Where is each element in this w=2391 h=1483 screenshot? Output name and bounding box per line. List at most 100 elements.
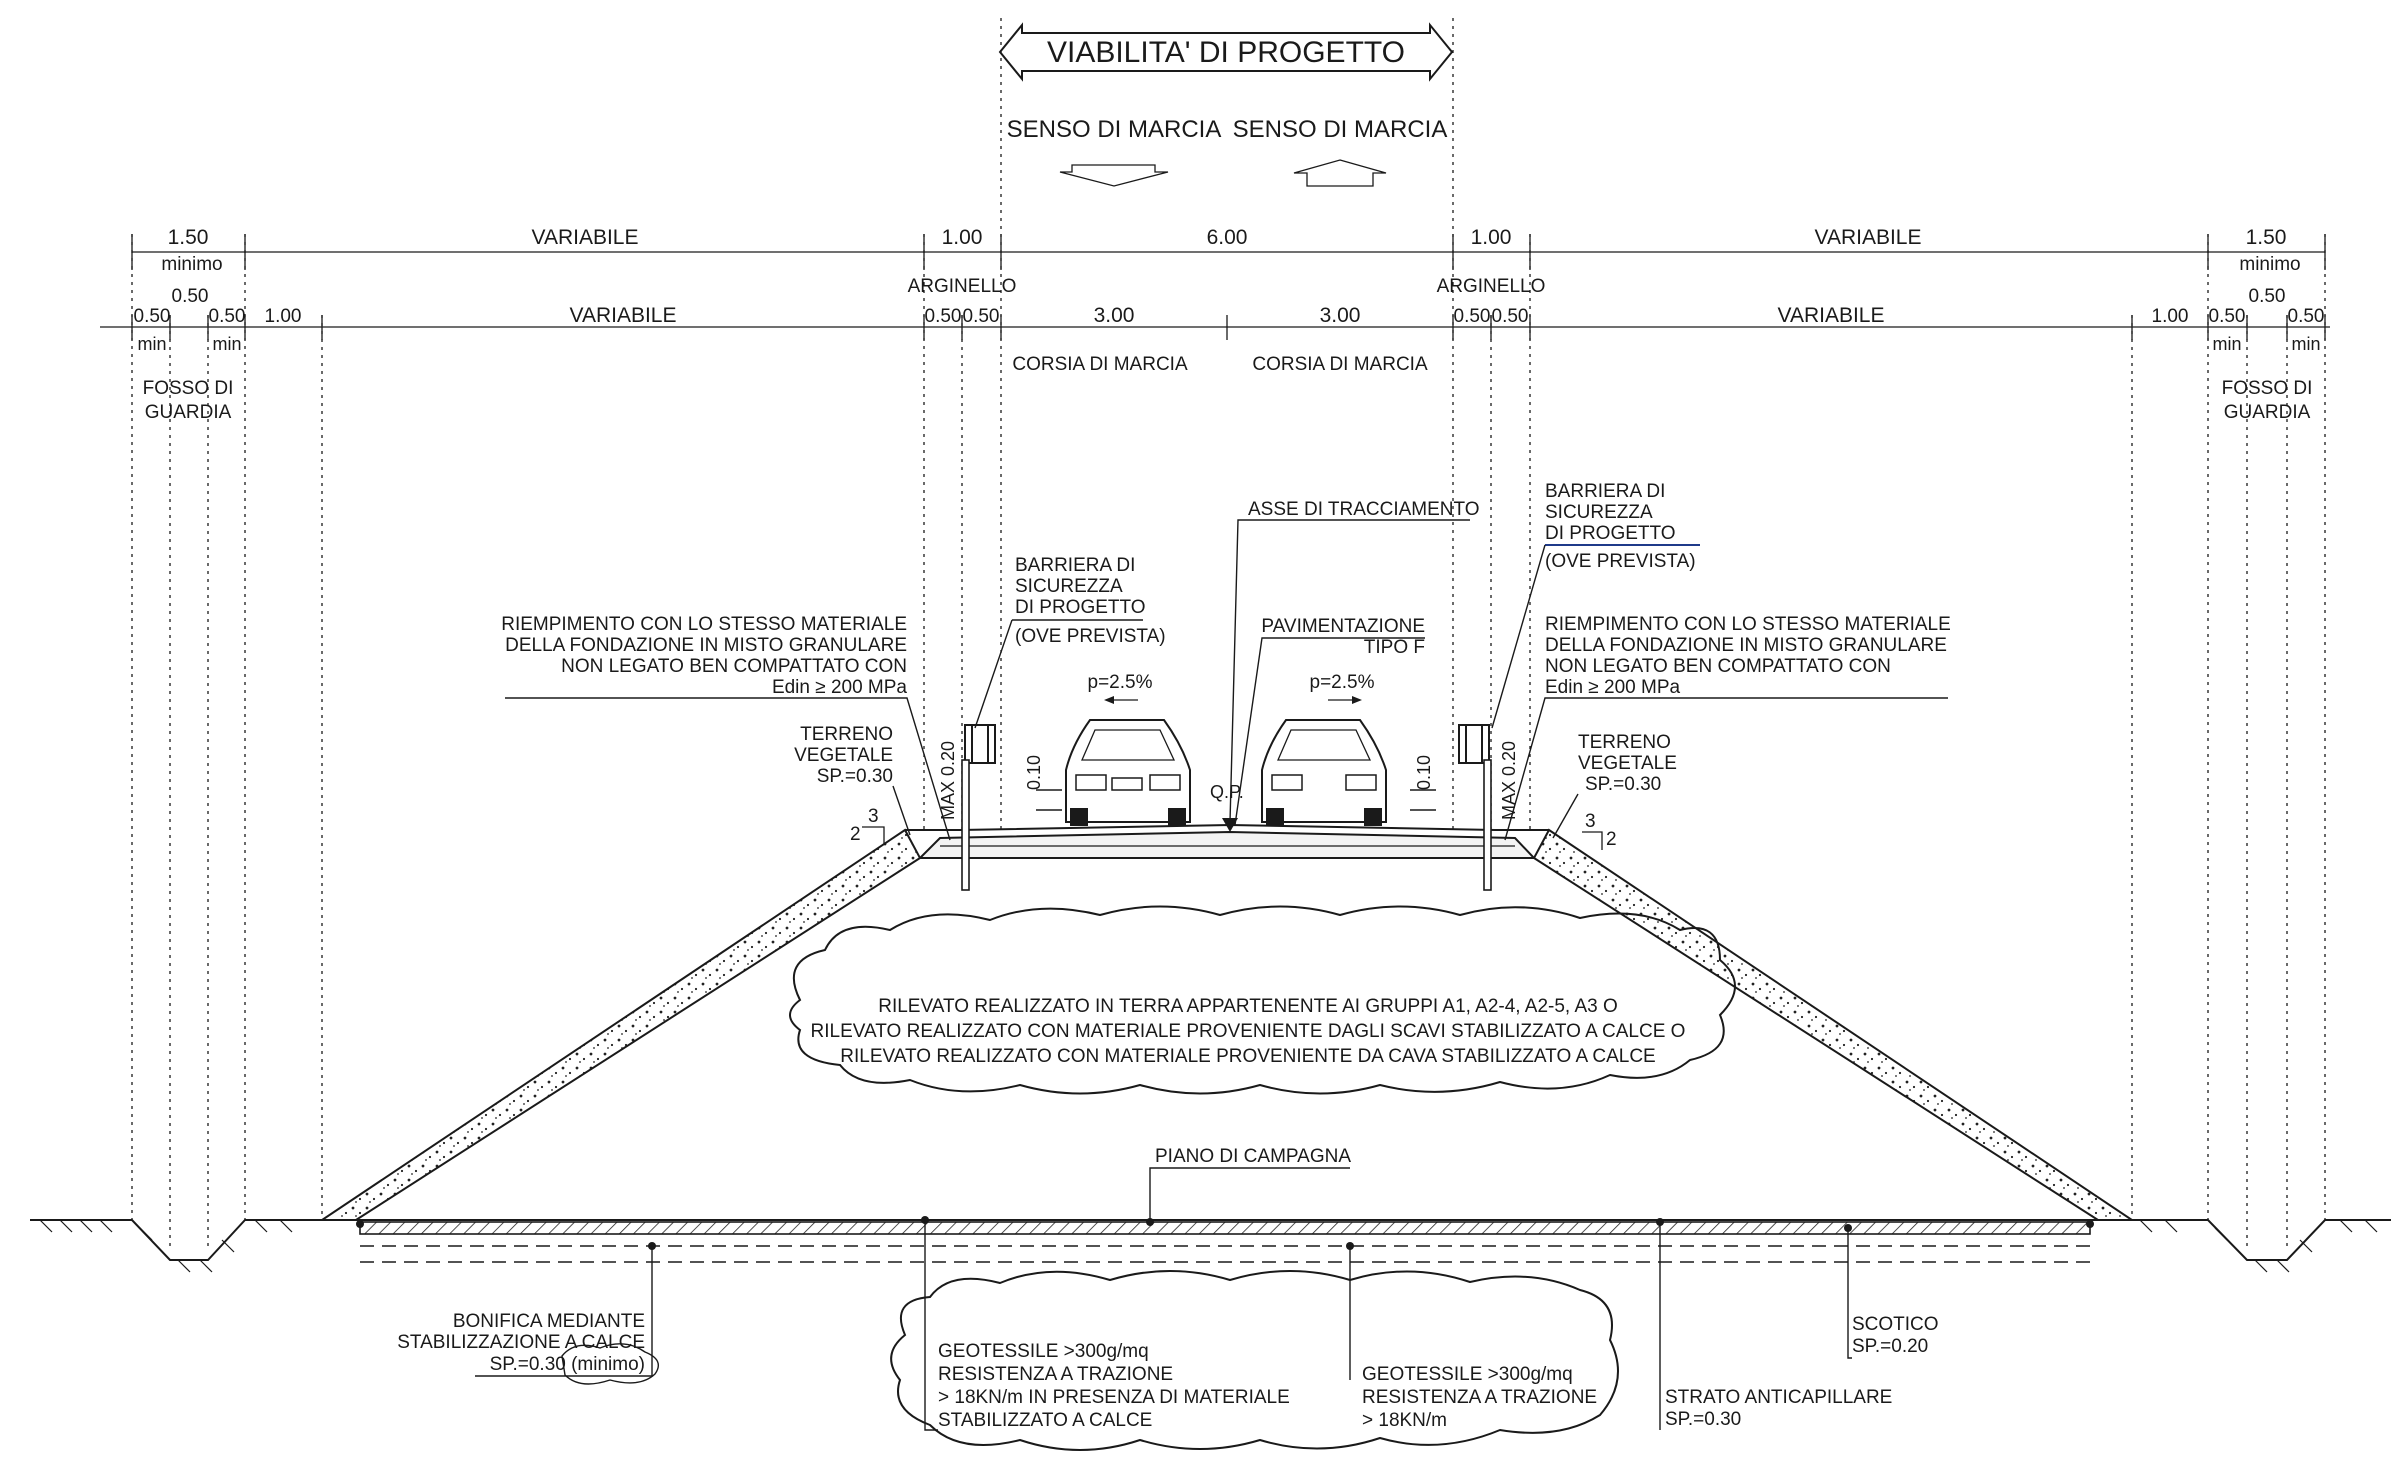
dim-half-l4: 0.50 <box>963 306 1000 327</box>
safety-barrier-right <box>1458 724 1492 891</box>
direction-label-left: SENSO DI MARCIA <box>1007 116 1222 143</box>
dim-fosso-left: 1.50 <box>168 226 209 249</box>
svg-text:SP.=0.30 (minimo): SP.=0.30 (minimo) <box>490 1354 645 1375</box>
topsoil-label-left: TERRENO VEGETALE SP.=0.30 <box>794 724 911 836</box>
svg-text:TERRENO: TERRENO <box>800 724 893 745</box>
curb-right: 0.10 <box>1414 755 1434 790</box>
svg-text:SICUREZZA: SICUREZZA <box>1015 576 1123 597</box>
dim-half-r2: 0.50 <box>2209 306 2246 327</box>
svg-text:SP.=0.30: SP.=0.30 <box>1585 774 1661 795</box>
dim-arginello-right: 1.00 <box>1471 226 1512 249</box>
qp-label: Q.P. <box>1210 782 1244 802</box>
dim-half-l1: 0.50 <box>134 306 171 327</box>
barrier-label-left: BARRIERA DI SICUREZZA DI PROGETTO (OVE P… <box>974 555 1166 729</box>
dim-lane-left: 3.00 <box>1094 304 1135 327</box>
fosso-label-right-2: GUARDIA <box>2224 402 2311 423</box>
svg-text:2: 2 <box>1606 829 1617 850</box>
svg-text:(OVE PREVISTA): (OVE PREVISTA) <box>1015 626 1166 647</box>
geotextile-note: GEOTESSILE >300g/mq RESISTENZA A TRAZION… <box>890 1216 1619 1451</box>
dim-min-l2: min <box>212 334 241 354</box>
dimension-row-second: 0.50 0.50 0.50 min min 1.00 VARIABILE AR… <box>100 276 2330 354</box>
fill-label-right: RIEMPIMENTO CON LO STESSO MATERIALE DELL… <box>1504 614 1951 841</box>
barrier-label-right: BARRIERA DI SICUREZZA DI PROGETTO (OVE P… <box>1491 481 1700 729</box>
svg-text:RESISTENZA A TRAZIONE: RESISTENZA A TRAZIONE <box>1362 1387 1597 1408</box>
svg-text:NON LEGATO BEN COMPATTATO CON: NON LEGATO BEN COMPATTATO CON <box>1545 656 1891 677</box>
lane-label-left: CORSIA DI MARCIA <box>1012 354 1188 375</box>
dim-half-r4: 0.50 <box>1454 306 1491 327</box>
dim-variabile-left: VARIABILE <box>532 226 639 249</box>
fosso-label-right-1: FOSSO DI <box>2222 378 2313 399</box>
svg-text:PAVIMENTAZIONE: PAVIMENTAZIONE <box>1261 616 1425 637</box>
reference-lines <box>131 234 2326 1250</box>
fosso-label-left-2: GUARDIA <box>145 402 232 423</box>
fosso-label-left-1: FOSSO DI <box>143 378 234 399</box>
svg-text:STABILIZZAZIONE A CALCE: STABILIZZAZIONE A CALCE <box>397 1332 645 1353</box>
svg-text:STRATO ANTICAPILLARE: STRATO ANTICAPILLARE <box>1665 1387 1892 1408</box>
svg-text:DELLA FONDAZIONE IN MISTO GRAN: DELLA FONDAZIONE IN MISTO GRANULARE <box>1545 635 1947 656</box>
direction-of-travel: SENSO DI MARCIA SENSO DI MARCIA <box>1007 116 1447 187</box>
dim-half-top-left: 0.50 <box>172 286 209 307</box>
bonifica-label: BONIFICA MEDIANTE STABILIZZAZIONE A CALC… <box>397 1242 659 1385</box>
svg-text:SICUREZZA: SICUREZZA <box>1545 502 1653 523</box>
lane-label-right: CORSIA DI MARCIA <box>1252 354 1428 375</box>
svg-text:GEOTESSILE >300g/mq: GEOTESSILE >300g/mq <box>938 1341 1149 1362</box>
svg-text:TERRENO: TERRENO <box>1578 732 1671 753</box>
svg-text:BONIFICA MEDIANTE: BONIFICA MEDIANTE <box>453 1311 645 1332</box>
dim-arginello-label-right: ARGINELLO <box>1437 276 1546 297</box>
svg-text:GEOTESSILE >300g/mq: GEOTESSILE >300g/mq <box>1362 1364 1573 1385</box>
dim-half-l3: 0.50 <box>925 306 962 327</box>
curb-left: 0.10 <box>1024 755 1044 790</box>
svg-text:2: 2 <box>850 824 861 845</box>
arrow-down-icon <box>1059 164 1169 187</box>
svg-text:3: 3 <box>868 806 879 827</box>
dim-min-r1: min <box>2291 334 2320 354</box>
dim-arginello-label-left: ARGINELLO <box>908 276 1017 297</box>
dim-half-r1: 0.50 <box>2288 306 2325 327</box>
svg-text:BARRIERA DI: BARRIERA DI <box>1545 481 1665 502</box>
embankment-note: RILEVATO REALIZZATO IN TERRA APPARTENENT… <box>789 905 1736 1095</box>
slope-ratio-right: 3 2 <box>1582 811 1617 850</box>
car-icon-right <box>1261 719 1387 826</box>
svg-text:> 18KN/m IN PRESENZA DI MATERI: > 18KN/m IN PRESENZA DI MATERIALE <box>938 1387 1290 1408</box>
max-right: MAX 0.20 <box>1499 741 1519 820</box>
dim-minimo-left: minimo <box>161 254 222 275</box>
dim-half-l2: 0.50 <box>209 306 246 327</box>
svg-text:SP.=0.30: SP.=0.30 <box>1665 1409 1741 1430</box>
svg-text:Edin ≥ 200 MPa: Edin ≥ 200 MPa <box>772 677 907 698</box>
svg-text:SCOTICO: SCOTICO <box>1852 1314 1939 1335</box>
capillary-label: STRATO ANTICAPILLARE SP.=0.30 <box>1656 1218 1892 1430</box>
slope-left: p=2.5% <box>1088 672 1153 693</box>
dimension-row-top: 1.50 minimo VARIABILE 1.00 6.00 1.00 VAR… <box>131 226 2326 275</box>
car-icon-left <box>1065 719 1191 826</box>
svg-text:RILEVATO REALIZZATO IN TERRA A: RILEVATO REALIZZATO IN TERRA APPARTENENT… <box>878 996 1618 1017</box>
title-arrow: VIABILITA' DI PROGETTO <box>998 22 1454 82</box>
svg-text:BARRIERA DI: BARRIERA DI <box>1015 555 1135 576</box>
svg-text:DI PROGETTO: DI PROGETTO <box>1015 597 1146 618</box>
dim-variabile-right: VARIABILE <box>1815 226 1922 249</box>
ground-label: PIANO DI CAMPAGNA <box>1146 1146 1351 1226</box>
svg-text:RESISTENZA A TRAZIONE: RESISTENZA A TRAZIONE <box>938 1364 1173 1385</box>
svg-text:RIEMPIMENTO CON LO STESSO MATE: RIEMPIMENTO CON LO STESSO MATERIALE <box>501 614 907 635</box>
svg-text:NON LEGATO BEN COMPATTATO CON: NON LEGATO BEN COMPATTATO CON <box>561 656 907 677</box>
svg-text:DELLA FONDAZIONE IN MISTO GRAN: DELLA FONDAZIONE IN MISTO GRANULARE <box>505 635 907 656</box>
svg-text:TIPO F: TIPO F <box>1364 637 1425 658</box>
max-left: MAX 0.20 <box>938 741 958 820</box>
slope-right: p=2.5% <box>1310 672 1375 693</box>
svg-text:DI PROGETTO: DI PROGETTO <box>1545 523 1676 544</box>
topsoil-label-right: TERRENO VEGETALE SP.=0.30 <box>1552 732 1677 839</box>
svg-text:SP.=0.20: SP.=0.20 <box>1852 1336 1928 1357</box>
svg-text:SP.=0.30: SP.=0.30 <box>817 766 893 787</box>
scotico-label: SCOTICO SP.=0.20 <box>1844 1224 1939 1359</box>
dim-arginello-left: 1.00 <box>942 226 983 249</box>
dim-half-top-right: 0.50 <box>2249 286 2286 307</box>
dim-variabile-second-right: VARIABILE <box>1778 304 1885 327</box>
svg-text:RILEVATO REALIZZATO CON MATERI: RILEVATO REALIZZATO CON MATERIALE PROVEN… <box>840 1046 1655 1067</box>
svg-text:RIEMPIMENTO CON LO STESSO MATE: RIEMPIMENTO CON LO STESSO MATERIALE <box>1545 614 1951 635</box>
drawing-title: VIABILITA' DI PROGETTO <box>1047 36 1405 69</box>
dim-fosso-right: 1.50 <box>2246 226 2287 249</box>
svg-text:> 18KN/m: > 18KN/m <box>1362 1410 1447 1431</box>
ground-and-foundation <box>30 1219 2391 1273</box>
dim-one-right: 1.00 <box>2152 306 2189 327</box>
svg-text:RILEVATO REALIZZATO CON MATERI: RILEVATO REALIZZATO CON MATERIALE PROVEN… <box>811 1021 1686 1042</box>
